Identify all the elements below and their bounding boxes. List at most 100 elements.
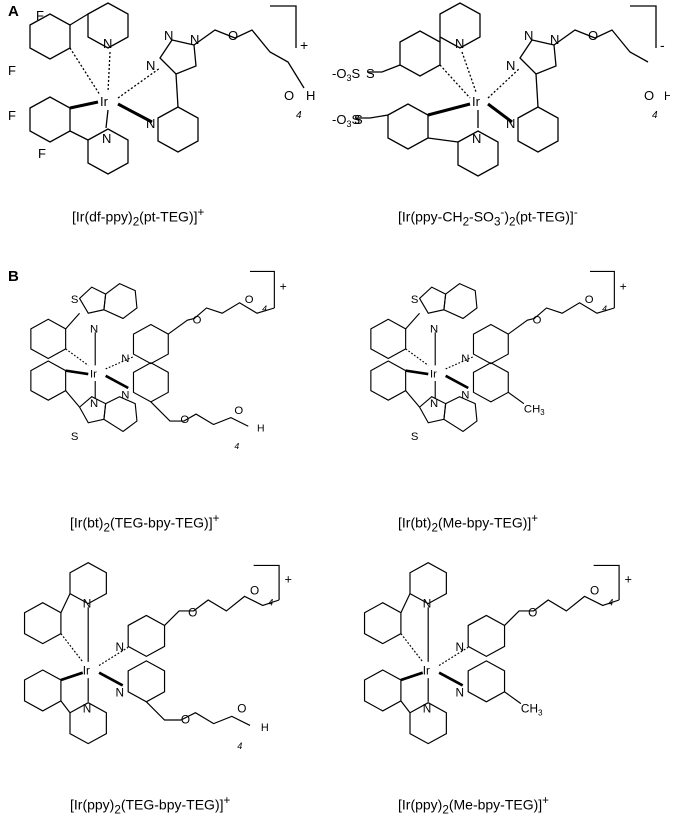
atom-label-o: O [193, 315, 202, 327]
svg-text:+: + [280, 280, 287, 294]
svg-text:S: S [411, 431, 419, 443]
svg-text:N: N [524, 28, 533, 43]
svg-text:N: N [115, 685, 124, 699]
atom-label-n: N [83, 702, 92, 716]
svg-text:Ir: Ir [100, 94, 109, 109]
svg-text:O: O [284, 88, 294, 103]
atom-label-charge_pos: + [625, 572, 632, 587]
atom-label-n: N [524, 28, 533, 43]
atom-label-s: S [71, 431, 79, 443]
atom-label-ir: Ir [100, 94, 109, 109]
atom-label-o: O [533, 315, 542, 327]
atom-label-rep: 4 [237, 741, 242, 751]
atom-label-o: O [188, 605, 197, 619]
atom-label-charge_pos: + [300, 37, 308, 53]
svg-text:N: N [115, 640, 124, 654]
atom-label-o: O [181, 713, 190, 727]
atom-label-s: S [411, 294, 419, 306]
svg-text:4: 4 [234, 441, 239, 451]
atom-label-so3: O3S [336, 66, 360, 83]
atom-label-n: N [164, 28, 173, 43]
atom-label-rep: 4 [234, 441, 239, 451]
panel-label-a: A [8, 3, 19, 20]
svg-text:4: 4 [602, 303, 607, 313]
svg-text:N: N [146, 58, 155, 73]
atom-label-o: O [245, 294, 254, 306]
atom-label-n: N [550, 32, 559, 47]
atom-label-ch3: CH3 [524, 403, 545, 417]
svg-text:O: O [234, 405, 243, 417]
svg-text:N: N [83, 702, 92, 716]
svg-text:CH3: CH3 [524, 403, 545, 417]
svg-text:N: N [102, 131, 111, 146]
svg-text:N: N [430, 398, 438, 410]
structure-ir-ppy-me-bpy-teg: N Ir N N N O O 4 CH3 + [363, 562, 632, 745]
atom-label-n: N [423, 702, 432, 716]
svg-text:N: N [121, 389, 129, 401]
svg-text:N: N [423, 596, 432, 610]
svg-text:F: F [36, 8, 44, 23]
atom-label-n: N [461, 389, 469, 401]
svg-text:+: + [625, 572, 632, 587]
atom-label-o: O [284, 88, 294, 103]
atom-label-h: H [257, 423, 265, 434]
svg-text:4: 4 [237, 741, 242, 751]
atom-label-charge_neg: - [332, 66, 336, 81]
atom-label-n: N [455, 685, 464, 699]
atom-label-n: N [430, 323, 438, 335]
structure-ir-bt-me-bpy-teg: S N Ir N S N N O O 4 CH3 + [370, 270, 627, 443]
svg-text:O: O [193, 315, 202, 327]
atom-label-n: N [90, 398, 98, 410]
svg-text:N: N [550, 32, 559, 47]
atom-label-n: N [121, 353, 129, 365]
svg-text:-: - [660, 37, 665, 53]
atom-label-rep: 4 [262, 303, 267, 313]
svg-text:N: N [121, 353, 129, 365]
caption-ir-bt-teg-bpy-teg: [Ir(bt)2(TEG-bpy-TEG)]+ [70, 512, 220, 535]
atom-label-n: N [506, 58, 515, 73]
svg-text:+: + [300, 37, 308, 53]
svg-text:N: N [455, 640, 464, 654]
atom-label-f: F [36, 8, 44, 23]
atom-label-n: N [455, 36, 464, 51]
caption-ir-ppy-me-bpy-teg: [Ir(ppy)2(Me-bpy-TEG)]+ [398, 794, 549, 817]
svg-text:N: N [506, 58, 515, 73]
svg-text:H: H [664, 89, 670, 103]
atom-label-n: N [115, 685, 124, 699]
svg-text:N: N [430, 323, 438, 335]
atom-label-n: N [190, 32, 199, 47]
svg-text:N: N [472, 131, 481, 146]
svg-text:F: F [8, 63, 16, 78]
svg-text:N: N [164, 28, 173, 43]
svg-text:N: N [146, 116, 155, 131]
atom-label-ir: Ir [90, 369, 97, 381]
atom-label-f: F [8, 63, 16, 78]
svg-text:O: O [585, 294, 594, 306]
atom-label-s: S [354, 112, 363, 127]
atom-label-rep: 4 [602, 303, 607, 313]
atom-label-n: N [146, 58, 155, 73]
svg-text:4: 4 [262, 303, 267, 313]
atom-label-o: O [228, 28, 238, 43]
atom-label-n: N [455, 640, 464, 654]
svg-text:F: F [8, 108, 16, 123]
atom-label-n: N [472, 131, 481, 146]
atom-label-h: H [261, 722, 269, 734]
atom-label-ir: Ir [430, 369, 437, 381]
atom-label-n: N [115, 640, 124, 654]
atom-label-o: O [585, 294, 594, 306]
atom-label-rep: 4 [608, 597, 613, 607]
svg-text:O: O [533, 315, 542, 327]
caption-ir-dfppy-pt-teg: [Ir(df-ppy)2(pt-TEG)]+ [72, 206, 205, 229]
svg-text:O: O [188, 605, 197, 619]
atom-label-n: N [506, 116, 515, 131]
atom-label-n: N [102, 131, 111, 146]
svg-text:Ir: Ir [423, 664, 430, 678]
atom-label-n: N [423, 596, 432, 610]
svg-text:H: H [306, 88, 315, 103]
atom-label-n: N [461, 353, 469, 365]
svg-text:S: S [411, 294, 419, 306]
svg-text:S: S [71, 294, 79, 306]
caption-ir-ppy-so3-pt-teg: [Ir(ppy-CH2-SO3-)2(pt-TEG)]- [398, 206, 578, 229]
atom-label-o: O [590, 584, 599, 598]
